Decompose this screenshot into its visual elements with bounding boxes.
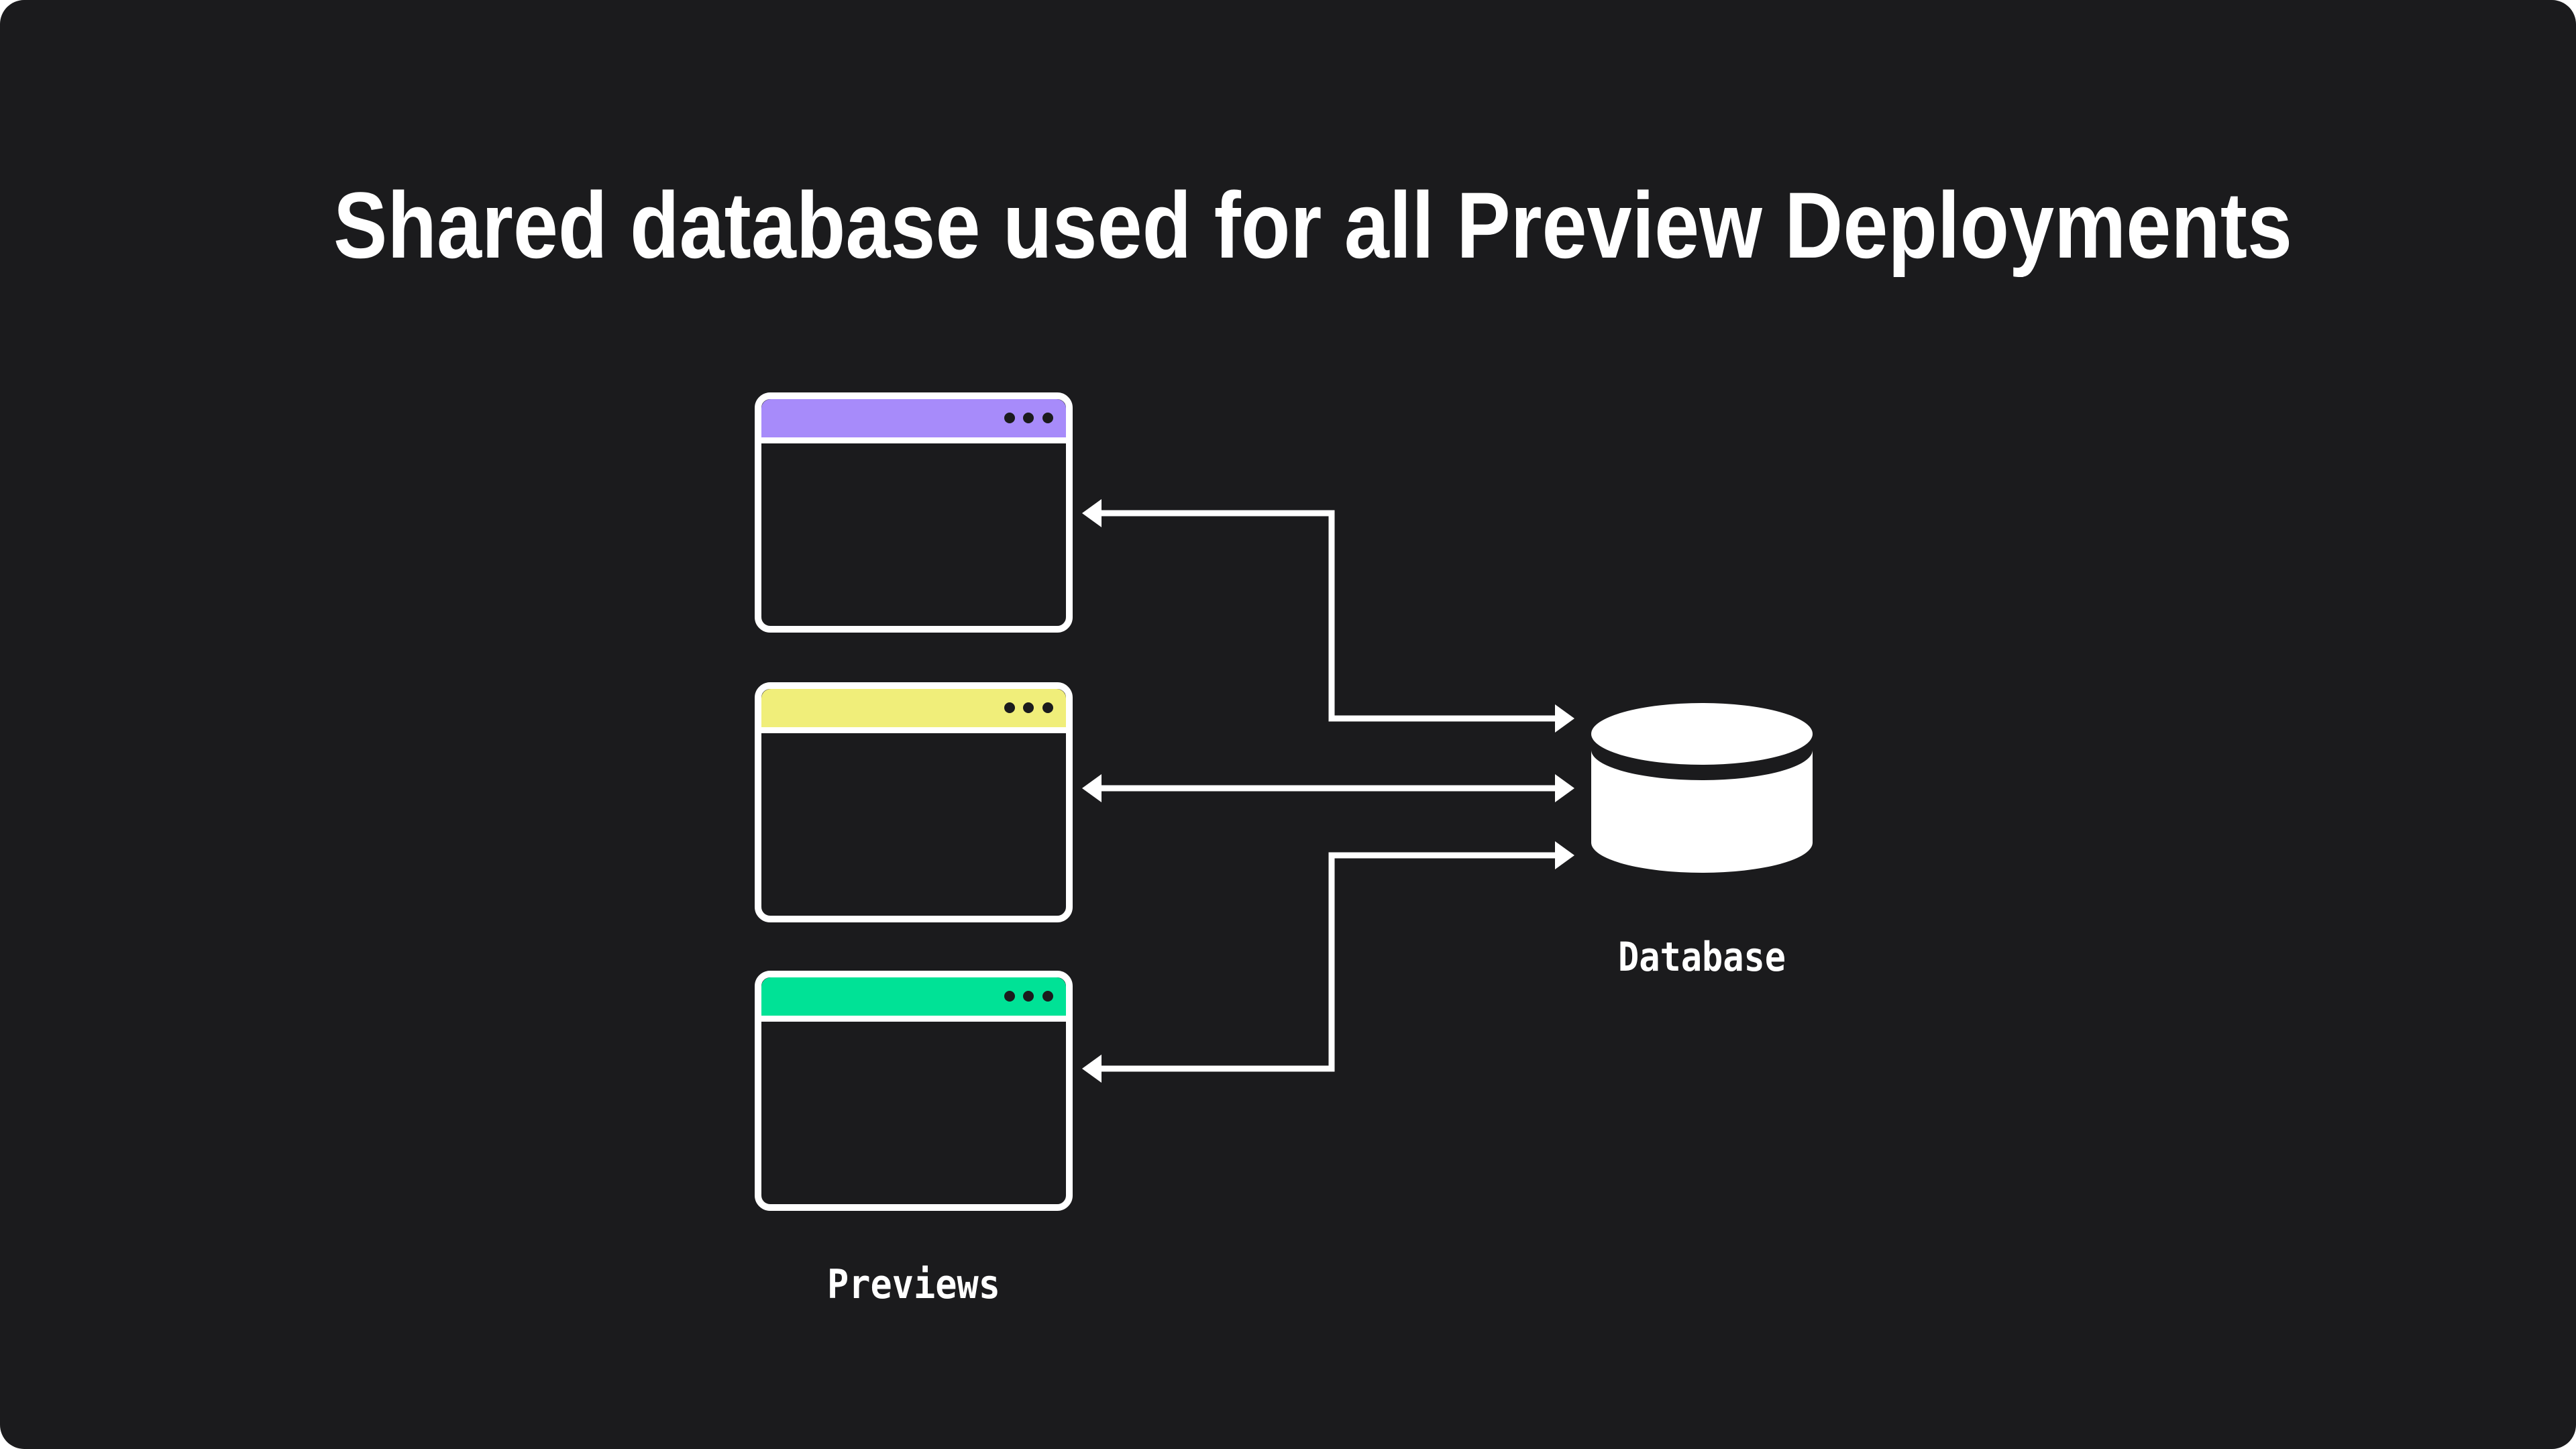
window-dot <box>1042 991 1053 1002</box>
window-dots-icon <box>1004 413 1053 423</box>
window-body <box>755 971 1073 1211</box>
window-titlebar-divider <box>761 727 1066 733</box>
window-titlebar-divider <box>761 1016 1066 1022</box>
previews-label: Previews <box>827 1261 1000 1308</box>
window-titlebar-bottom <box>761 710 1066 727</box>
connector-line <box>1100 510 1556 722</box>
window-titlebar-divider <box>761 437 1066 443</box>
window-dot <box>1004 991 1015 1002</box>
arrowhead-left-icon <box>1082 499 1102 527</box>
window-dot <box>1023 702 1034 713</box>
window-titlebar-bottom <box>761 998 1066 1016</box>
window-dot <box>1042 413 1053 423</box>
database-cylinder-body <box>1591 750 1813 873</box>
connection-yellow-database <box>1082 774 1574 802</box>
preview-window-yellow <box>755 682 1073 922</box>
window-dots-icon <box>1004 991 1053 1002</box>
window-dots-icon <box>1004 702 1053 713</box>
arrowhead-left-icon <box>1082 774 1102 802</box>
database-icon <box>1591 703 1813 873</box>
preview-window-green <box>755 971 1073 1211</box>
database-label: Database <box>1618 934 1786 981</box>
window-dot <box>1004 702 1015 713</box>
window-dot <box>1042 702 1053 713</box>
arrowhead-right-icon <box>1555 774 1574 802</box>
arrowhead-right-icon <box>1555 841 1574 869</box>
preview-window-purple <box>755 392 1073 633</box>
window-dot <box>1023 413 1034 423</box>
connector-line <box>1100 852 1556 1072</box>
window-dot <box>1023 991 1034 1002</box>
arrowhead-left-icon <box>1082 1055 1102 1083</box>
connection-green-database <box>1082 841 1574 1083</box>
window-dot <box>1004 413 1015 423</box>
window-body <box>755 682 1073 922</box>
window-titlebar-bottom <box>761 420 1066 437</box>
page-title: Shared database used for all Preview Dep… <box>333 172 2292 278</box>
database-cylinder-lid <box>1591 703 1813 765</box>
arrowhead-right-icon <box>1555 704 1574 733</box>
window-body <box>755 392 1073 633</box>
connection-purple-database <box>1082 499 1574 733</box>
